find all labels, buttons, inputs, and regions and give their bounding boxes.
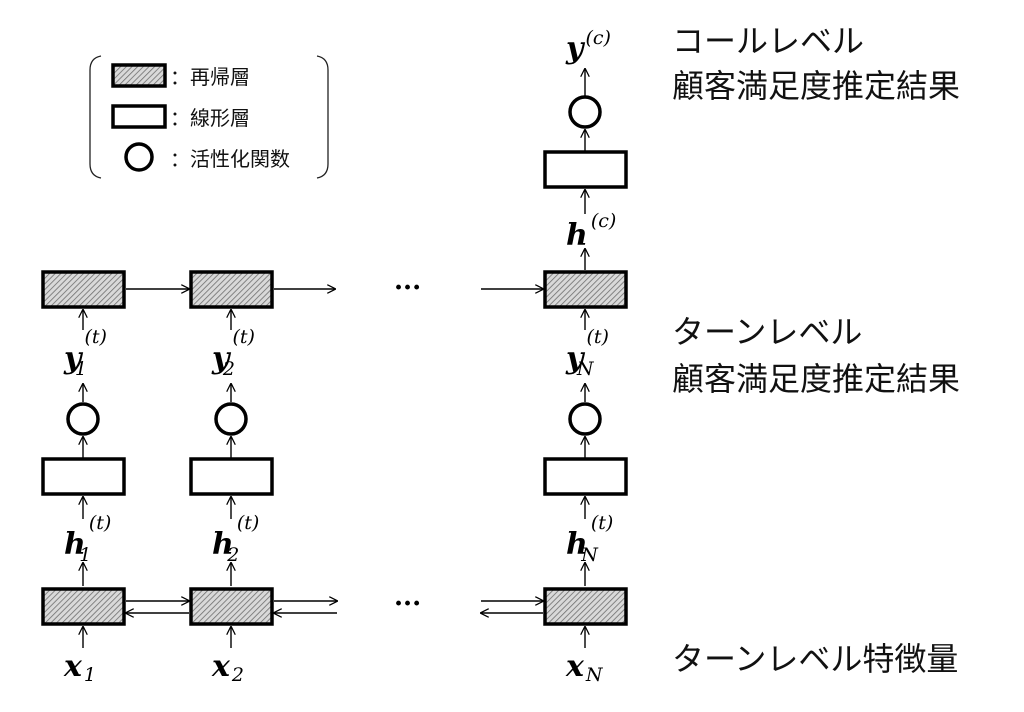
legend-right-bracket <box>316 55 329 179</box>
legend-recurrent-label: ：再帰層 <box>170 65 250 89</box>
call-level-head: y(c) h(c) <box>543 27 628 270</box>
turn-activation-node-n <box>568 402 602 436</box>
bidirectional-rnn-row: ··· <box>41 587 628 626</box>
ellipsis-upper: ··· <box>394 273 421 303</box>
call-activation-node <box>568 95 602 129</box>
legend-left-bracket <box>89 55 102 179</box>
bi-rnn-cell-n <box>543 587 628 626</box>
legend-linear-swatch <box>111 104 167 129</box>
turn-activation-node-2 <box>214 402 248 436</box>
turn-rnn-cell-n <box>543 270 628 309</box>
turn-column-2: y(t)2 h(t)2 <box>189 310 274 586</box>
bi-rnn-cell-1 <box>41 587 126 626</box>
legend-activation-label: ：活性化関数 <box>170 147 290 171</box>
legend-recurrent-swatch <box>111 63 167 88</box>
call-level-label-line1: コールレベル <box>672 22 864 60</box>
call-hidden-symbol: h(c) <box>566 210 616 253</box>
turn-level-label-line1: ターンレベル <box>672 313 862 351</box>
call-output-symbol: y(c) <box>565 27 611 66</box>
legend: ：再帰層 ：線形層 ：活性化関数 <box>89 55 329 179</box>
turn-rnn-row: ··· <box>41 270 628 309</box>
turn-column-1: y(t)1 h(t)1 <box>41 310 126 586</box>
turn-linear-layer-1 <box>41 457 126 496</box>
turn-hidden-symbol-n: h(t)N <box>566 512 613 566</box>
bi-rnn-cell-2 <box>189 587 274 626</box>
call-linear-layer <box>543 150 628 189</box>
turn-rnn-cell-1 <box>41 270 126 309</box>
turn-column-n: y(t)N h(t)N <box>543 310 628 586</box>
turn-hidden-symbol-2: h(t)2 <box>212 512 259 566</box>
turn-output-symbol-2: y(t)2 <box>211 326 255 380</box>
call-level-label-line2: 顧客満足度推定結果 <box>672 67 960 105</box>
turn-output-symbol-n: y(t)N <box>565 326 609 380</box>
turn-features-label: ターンレベル特徴量 <box>672 640 958 678</box>
turn-output-symbol-1: y(t)1 <box>63 326 107 380</box>
turn-linear-layer-2 <box>189 457 274 496</box>
legend-linear-label: ：線形層 <box>170 106 250 130</box>
turn-level-label-line2: 顧客満足度推定結果 <box>672 360 960 398</box>
turn-hidden-symbol-1: h(t)1 <box>64 512 111 566</box>
turn-activation-node-1 <box>66 402 100 436</box>
turn-rnn-cell-2 <box>189 270 274 309</box>
ellipsis-lower: ··· <box>394 589 421 619</box>
turn-linear-layer-n <box>543 457 628 496</box>
legend-activation-swatch <box>124 142 154 172</box>
